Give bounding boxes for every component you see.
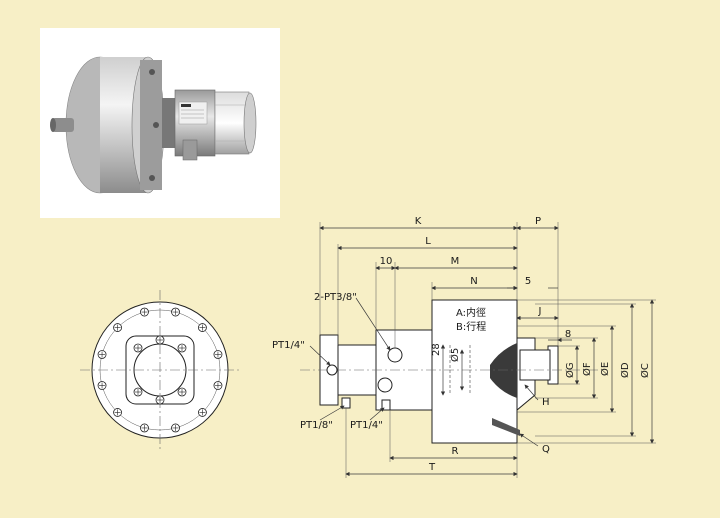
cutaway-shade bbox=[490, 343, 517, 398]
draw-bar bbox=[519, 349, 551, 381]
label-phiC: ØC bbox=[639, 363, 651, 378]
label-J: J bbox=[538, 306, 542, 317]
label-2-pt38: 2-PT3/8" bbox=[314, 292, 357, 303]
label-10: 10 bbox=[380, 256, 393, 267]
label-T: T bbox=[428, 462, 436, 473]
outer-bolt-ring bbox=[97, 307, 223, 433]
product-photo bbox=[40, 28, 280, 218]
label-pt18: PT1/8" bbox=[300, 420, 333, 431]
label-pt14-bottom: PT1/4" bbox=[350, 420, 383, 431]
hex-coupling bbox=[214, 91, 250, 155]
end-view bbox=[80, 290, 240, 450]
label-Q: Q bbox=[542, 444, 550, 455]
label-5: 5 bbox=[525, 276, 531, 287]
flange-bolt bbox=[149, 175, 155, 181]
port-pt14-bottom bbox=[381, 399, 391, 411]
dimension-labels: K P L 10 M N 5 J 8 2-PT3/8" PT1/4" PT1/8… bbox=[272, 216, 651, 473]
coupling-end bbox=[243, 92, 257, 154]
port-pt38-upper bbox=[387, 347, 403, 363]
valve-neck bbox=[162, 98, 176, 148]
legend-stroke: B:行程 bbox=[456, 320, 486, 333]
valve-nameplate bbox=[178, 101, 208, 125]
label-H: H bbox=[542, 397, 550, 408]
nameplate-logo bbox=[181, 104, 191, 107]
label-pt14-left: PT1/4" bbox=[272, 340, 305, 351]
flange-bolt bbox=[153, 122, 159, 128]
label-R: R bbox=[452, 446, 459, 457]
label-P: P bbox=[535, 216, 541, 227]
label-N: N bbox=[470, 276, 477, 287]
dimension-lines bbox=[309, 222, 656, 478]
label-phiF: ØF bbox=[581, 362, 593, 376]
rod-end bbox=[50, 118, 56, 132]
label-phiE: ØE bbox=[599, 362, 611, 376]
label-phi5: Ø5 bbox=[449, 348, 461, 362]
label-28: 28 bbox=[431, 343, 442, 356]
flange-bolt bbox=[149, 69, 155, 75]
side-view bbox=[300, 299, 600, 444]
rear-flange bbox=[140, 60, 162, 190]
valve-port bbox=[182, 139, 198, 161]
port-pt14 bbox=[326, 364, 338, 376]
label-M: M bbox=[451, 256, 460, 267]
legend-bore: A:内徑 bbox=[456, 306, 486, 319]
label-phiD: ØD bbox=[619, 362, 631, 378]
port-pt38-lower bbox=[377, 377, 393, 393]
label-L: L bbox=[425, 236, 431, 247]
cutaway-shade-lower bbox=[492, 418, 520, 436]
piston-rod bbox=[52, 118, 74, 132]
label-K: K bbox=[415, 216, 422, 227]
label-8: 8 bbox=[565, 329, 571, 340]
label-phiG: ØG bbox=[564, 362, 576, 378]
inner-bolt-set bbox=[133, 335, 187, 405]
